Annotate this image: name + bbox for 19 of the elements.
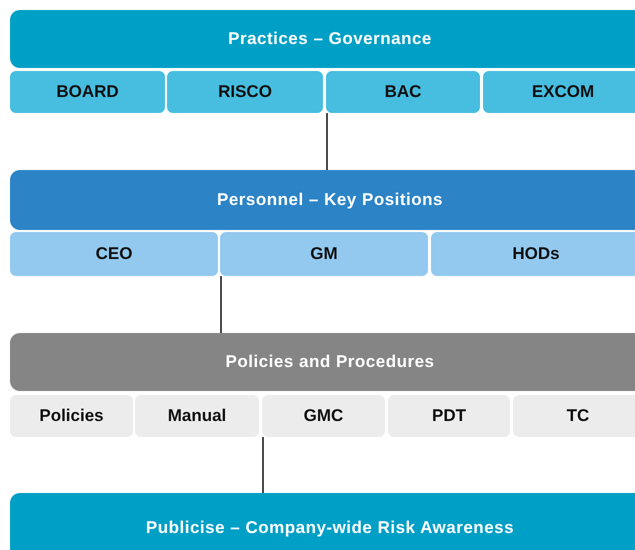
layer-banner: Practices – Governance [10, 10, 635, 68]
category-tab: PDT [388, 395, 510, 437]
category-tab: RISCO [167, 71, 323, 113]
layer-banner: Policies and Procedures [10, 333, 635, 391]
category-tab: Manual [135, 395, 259, 437]
connector-line [326, 113, 328, 170]
category-tab: HODs [431, 232, 635, 276]
layer-banner: Personnel – Key Positions [10, 170, 635, 230]
layer-banner: Publicise – Company-wide Risk Awareness [10, 493, 635, 550]
category-tab: GM [220, 232, 428, 276]
category-tab: EXCOM [483, 71, 635, 113]
category-tab: CEO [10, 232, 218, 276]
category-tab: BAC [326, 71, 480, 113]
category-tab: GMC [262, 395, 385, 437]
connector-line [220, 276, 222, 333]
category-tab: Policies [10, 395, 133, 437]
connector-line [262, 437, 264, 493]
category-tab: TC [513, 395, 635, 437]
category-tab: BOARD [10, 71, 165, 113]
